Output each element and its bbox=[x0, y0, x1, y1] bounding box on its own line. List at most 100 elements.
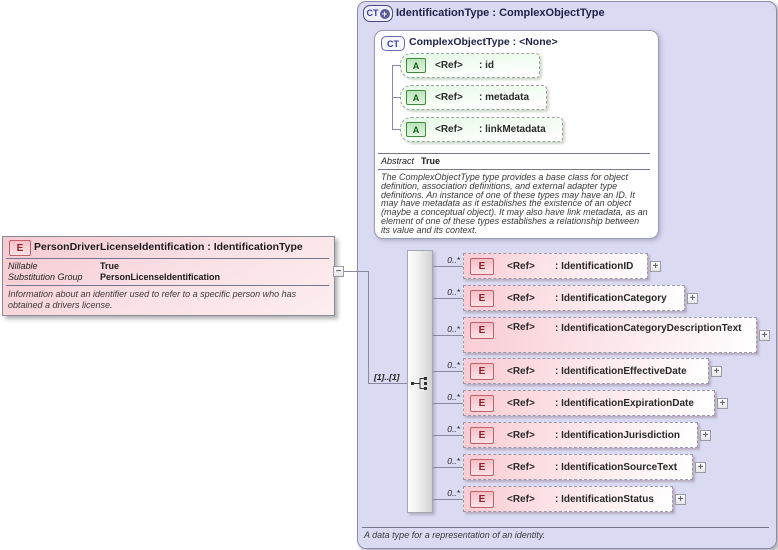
element-ref: <Ref> bbox=[507, 365, 535, 377]
element-identification-id[interactable]: E <Ref> : IdentificationID bbox=[463, 253, 648, 279]
base-type-title: ComplexObjectType : <None> bbox=[409, 36, 558, 48]
person-driver-license-box[interactable] bbox=[2, 236, 335, 316]
attribute-metadata[interactable]: A <Ref> : metadata bbox=[400, 85, 547, 110]
separator bbox=[362, 527, 769, 528]
element-icon: E bbox=[470, 458, 494, 476]
attr-connector-stub bbox=[392, 97, 401, 98]
element-icon: E bbox=[470, 394, 494, 412]
attribute-name: : linkMetadata bbox=[479, 124, 546, 135]
attr-connector-stub bbox=[392, 129, 401, 130]
attribute-id[interactable]: A <Ref> : id bbox=[400, 53, 540, 78]
separator bbox=[378, 153, 650, 154]
collapse-toggle[interactable]: − bbox=[333, 266, 344, 277]
occurs-label: 0..* bbox=[447, 424, 460, 434]
separator bbox=[6, 285, 329, 286]
element-icon: E bbox=[470, 257, 494, 275]
element-icon: E bbox=[470, 490, 494, 508]
expand-toggle[interactable]: + bbox=[650, 261, 661, 272]
element-icon: E bbox=[470, 322, 494, 339]
connector-line bbox=[433, 499, 463, 500]
ct-glyph: CT bbox=[366, 8, 379, 18]
complex-type-derived-icon: CT + bbox=[363, 5, 393, 22]
element-identification-status[interactable]: E <Ref> : IdentificationStatus bbox=[463, 486, 673, 512]
substitution-group-label: Substitution Group bbox=[8, 272, 83, 282]
abstract-value: True bbox=[421, 156, 441, 166]
left-box-description: Information about an identifier used to … bbox=[8, 289, 297, 310]
expand-toggle[interactable]: + bbox=[700, 430, 711, 441]
element-name: : IdentificationJurisdiction bbox=[555, 429, 681, 441]
separator bbox=[378, 169, 650, 170]
occurs-label: 0..* bbox=[447, 392, 460, 402]
element-name: : IdentificationCategoryDescriptionText bbox=[555, 323, 742, 334]
attribute-ref: <Ref> bbox=[435, 60, 463, 71]
connector-line bbox=[433, 298, 463, 299]
substitution-group-value: PersonLicenseIdentification bbox=[100, 272, 221, 282]
sequence-cardinality: [1]..[1] bbox=[374, 372, 400, 382]
occurs-label: 0..* bbox=[447, 287, 460, 297]
connector-line bbox=[433, 371, 463, 372]
nillable-label: Nillable bbox=[8, 261, 38, 271]
connector-line bbox=[433, 467, 463, 468]
element-name: : IdentificationStatus bbox=[555, 493, 654, 505]
element-identification-category-description-text[interactable]: E <Ref> : IdentificationCategoryDescript… bbox=[463, 317, 757, 353]
element-ref: <Ref> bbox=[507, 292, 535, 304]
attribute-linkmetadata[interactable]: A <Ref> : linkMetadata bbox=[400, 117, 563, 142]
attribute-icon: A bbox=[406, 58, 426, 73]
connector-line bbox=[368, 383, 407, 384]
occurs-label: 0..* bbox=[447, 324, 460, 334]
abstract-label: Abstract bbox=[381, 156, 415, 166]
attr-connector-stub bbox=[392, 65, 401, 66]
element-ref: <Ref> bbox=[507, 397, 535, 409]
element-identification-category[interactable]: E <Ref> : IdentificationCategory bbox=[463, 285, 685, 311]
expand-toggle[interactable]: + bbox=[711, 366, 722, 377]
nillable-value: True bbox=[100, 261, 120, 271]
element-name: : IdentificationSourceText bbox=[555, 461, 678, 473]
element-identification-source-text[interactable]: E <Ref> : IdentificationSourceText bbox=[463, 454, 693, 480]
element-ref: <Ref> bbox=[507, 260, 535, 272]
left-box-title: PersonDriverLicenseIdentification : Iden… bbox=[34, 241, 303, 253]
element-name: : IdentificationExpirationDate bbox=[555, 397, 694, 409]
element-icon: E bbox=[9, 240, 31, 256]
element-icon: E bbox=[470, 289, 494, 307]
attribute-ref: <Ref> bbox=[435, 92, 463, 103]
element-name: : IdentificationEffectiveDate bbox=[555, 365, 687, 377]
expand-toggle[interactable]: + bbox=[759, 330, 770, 341]
occurs-label: 0..* bbox=[447, 255, 460, 265]
type-box-footer: A data type for a representation of an i… bbox=[364, 530, 546, 540]
attribute-icon: A bbox=[406, 122, 426, 137]
separator bbox=[6, 258, 329, 259]
connector-line bbox=[368, 271, 369, 383]
element-name: : IdentificationID bbox=[555, 260, 634, 272]
element-name: : IdentificationCategory bbox=[555, 292, 667, 304]
type-box-title: IdentificationType : ComplexObjectType bbox=[396, 7, 605, 19]
element-identification-expiration-date[interactable]: E <Ref> : IdentificationExpirationDate bbox=[463, 390, 715, 416]
expand-toggle[interactable]: + bbox=[687, 293, 698, 304]
element-identification-effective-date[interactable]: E <Ref> : IdentificationEffectiveDate bbox=[463, 358, 709, 384]
expand-toggle[interactable]: + bbox=[675, 494, 686, 505]
connector-line bbox=[433, 435, 463, 436]
attribute-name: : metadata bbox=[479, 92, 530, 103]
element-identification-jurisdiction[interactable]: E <Ref> : IdentificationJurisdiction bbox=[463, 422, 698, 448]
complex-type-icon: CT bbox=[381, 36, 405, 51]
connector-line bbox=[344, 271, 368, 272]
element-ref: <Ref> bbox=[507, 461, 535, 473]
occurs-label: 0..* bbox=[447, 488, 460, 498]
plus-glyph: + bbox=[379, 8, 390, 19]
attribute-ref: <Ref> bbox=[435, 124, 463, 135]
expand-toggle[interactable]: + bbox=[695, 462, 706, 473]
occurs-label: 0..* bbox=[447, 456, 460, 466]
element-icon: E bbox=[470, 362, 494, 380]
connector-line bbox=[433, 266, 463, 267]
expand-toggle[interactable]: + bbox=[717, 398, 728, 409]
occurs-label: 0..* bbox=[447, 360, 460, 370]
attribute-name: : id bbox=[479, 60, 494, 71]
sequence-icon bbox=[410, 376, 430, 391]
element-ref: <Ref> bbox=[507, 429, 535, 441]
element-ref: <Ref> bbox=[507, 493, 535, 505]
connector-line bbox=[433, 335, 463, 336]
connector-line bbox=[433, 403, 463, 404]
element-ref: <Ref> bbox=[507, 322, 535, 333]
base-type-description: The ComplexObjectType type provides a ba… bbox=[381, 172, 648, 235]
element-icon: E bbox=[470, 426, 494, 444]
